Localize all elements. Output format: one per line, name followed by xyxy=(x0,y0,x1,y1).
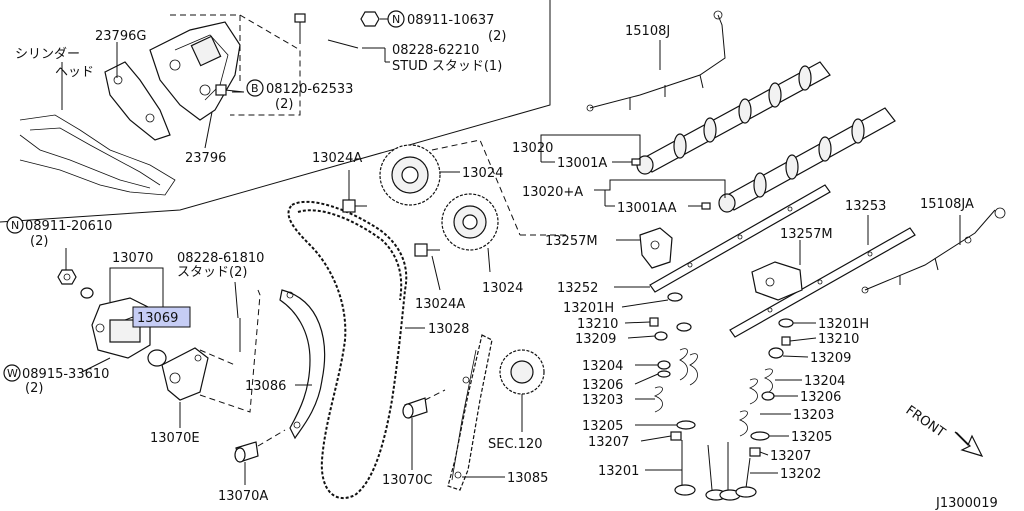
chain-guide-13085 xyxy=(447,334,493,491)
bracket-23796g xyxy=(104,61,171,141)
rocker-arm-13257m-right xyxy=(751,261,803,301)
label-13001a: 13001A xyxy=(557,156,607,171)
label-23796: 23796 xyxy=(185,151,226,166)
o-ring xyxy=(147,349,167,367)
symbol-w: W xyxy=(3,364,21,382)
nut-tensioner xyxy=(57,269,77,285)
label-13201: 13201 xyxy=(598,464,639,479)
rocker-shaft-13253 xyxy=(729,227,916,338)
symbol-n-top: N xyxy=(387,10,405,28)
symbol-n-left: N xyxy=(6,216,24,234)
label-13202: 13202 xyxy=(780,467,821,482)
label-head: ヘッド xyxy=(55,65,94,80)
label-08915-33610: 08915-33610 xyxy=(22,367,109,382)
label-08911-20610: 08911-20610 xyxy=(25,219,112,234)
label-13070c: 13070C xyxy=(382,473,432,488)
label-13203-left: 13203 xyxy=(582,393,623,408)
label-13206-right: 13206 xyxy=(800,390,841,405)
label-13204-left: 13204 xyxy=(582,359,623,374)
label-13205-right: 13205 xyxy=(791,430,832,445)
label-13207-left: 13207 xyxy=(588,435,629,450)
label-13206-left: 13206 xyxy=(582,378,623,393)
label-13207-right: 13207 xyxy=(770,449,811,464)
label-08120-qty: (2) xyxy=(275,97,293,112)
label-13069: 13069 xyxy=(137,311,178,326)
gasket-13070e xyxy=(161,347,209,401)
label-13210-right: 13210 xyxy=(818,332,859,347)
symbol-b: B xyxy=(246,79,264,97)
label-15108ja: 15108JA xyxy=(920,197,974,212)
label-13203-right: 13203 xyxy=(793,408,834,423)
pin-13070c xyxy=(402,397,428,419)
label-13209-right: 13209 xyxy=(810,351,851,366)
camshaft-lower xyxy=(718,107,896,213)
label-08228-62210: 08228-62210 xyxy=(392,43,479,58)
label-08911-20610-qty: (2) xyxy=(30,234,48,249)
pin-13070a xyxy=(234,441,259,463)
label-13024-top: 13024 xyxy=(462,166,503,181)
label-15108j: 15108J xyxy=(625,24,670,39)
label-13086: 13086 xyxy=(245,379,286,394)
timing-chain-13028 xyxy=(287,200,408,500)
label-sec120: SEC.120 xyxy=(488,437,543,452)
label-13070a: 13070A xyxy=(218,489,268,504)
symbol-w-text: W xyxy=(7,367,18,380)
symbol-n-left-text: N xyxy=(11,219,19,232)
front-label: FRONT xyxy=(903,403,948,441)
label-stud-1: STUD スタッド(1) xyxy=(392,59,502,74)
label-13024a-top: 13024A xyxy=(312,151,362,166)
label-13210-left: 13210 xyxy=(577,317,618,332)
bracket-23796 xyxy=(149,21,241,121)
bolt-b xyxy=(215,84,245,96)
bolt-top xyxy=(294,13,306,44)
bolt-13024a-top xyxy=(342,199,367,213)
bolt-13024a-bottom xyxy=(414,243,440,257)
label-13201h-left: 13201H xyxy=(563,301,614,316)
label-13253: 13253 xyxy=(845,199,886,214)
label-13257m-right: 13257M xyxy=(780,227,833,242)
label-13070e: 13070E xyxy=(150,431,200,446)
label-13085: 13085 xyxy=(507,471,548,486)
valve-stack-left xyxy=(649,292,727,501)
label-08911-10637-qty: (2) xyxy=(488,29,506,44)
label-13205-left: 13205 xyxy=(582,419,623,434)
label-13020: 13020 xyxy=(512,141,553,156)
label-13028: 13028 xyxy=(428,322,469,337)
label-13024a-bottom: 13024A xyxy=(415,297,465,312)
oil-pipe-15108ja xyxy=(861,207,1006,294)
nut-top xyxy=(360,11,380,27)
label-08915-qty: (2) xyxy=(25,381,43,396)
label-08120-62533: 08120-62533 xyxy=(266,82,353,97)
label-13001aa: 13001AA xyxy=(617,201,677,216)
label-13024-bottom: 13024 xyxy=(482,281,523,296)
reference-code: J1300019 xyxy=(935,496,998,511)
washer-tensioner xyxy=(80,287,94,299)
rocker-shaft-13252 xyxy=(649,184,831,293)
label-23796g: 23796G xyxy=(95,29,146,44)
label-stud-2: スタッド(2) xyxy=(177,265,247,280)
sprocket-13024-top xyxy=(379,144,441,206)
valve-stack-right xyxy=(719,318,794,501)
rocker-arm-13257m-left xyxy=(639,227,673,269)
symbol-n-text: N xyxy=(392,13,400,26)
label-13070: 13070 xyxy=(112,251,153,266)
crank-sprocket-sec120 xyxy=(499,349,545,395)
label-13209-left: 13209 xyxy=(575,332,616,347)
sprocket-13024-bottom xyxy=(441,193,499,251)
symbol-b-text: B xyxy=(251,82,259,95)
chain-guide-13086 xyxy=(279,289,326,440)
oil-pipe-15108j xyxy=(586,10,726,112)
label-08228-61810: 08228-61810 xyxy=(177,251,264,266)
label-13204-right: 13204 xyxy=(804,374,845,389)
camshaft-upper xyxy=(636,61,831,175)
label-13257m-left: 13257M xyxy=(545,234,598,249)
label-13252: 13252 xyxy=(557,281,598,296)
front-arrow: FRONT xyxy=(903,403,984,457)
label-13020a: 13020+A xyxy=(522,185,583,200)
label-cylinder: シリンダー xyxy=(15,47,80,62)
bracket-inset xyxy=(0,0,551,223)
label-08911-10637: 08911-10637 xyxy=(407,13,494,28)
label-13201h-right: 13201H xyxy=(818,317,869,332)
